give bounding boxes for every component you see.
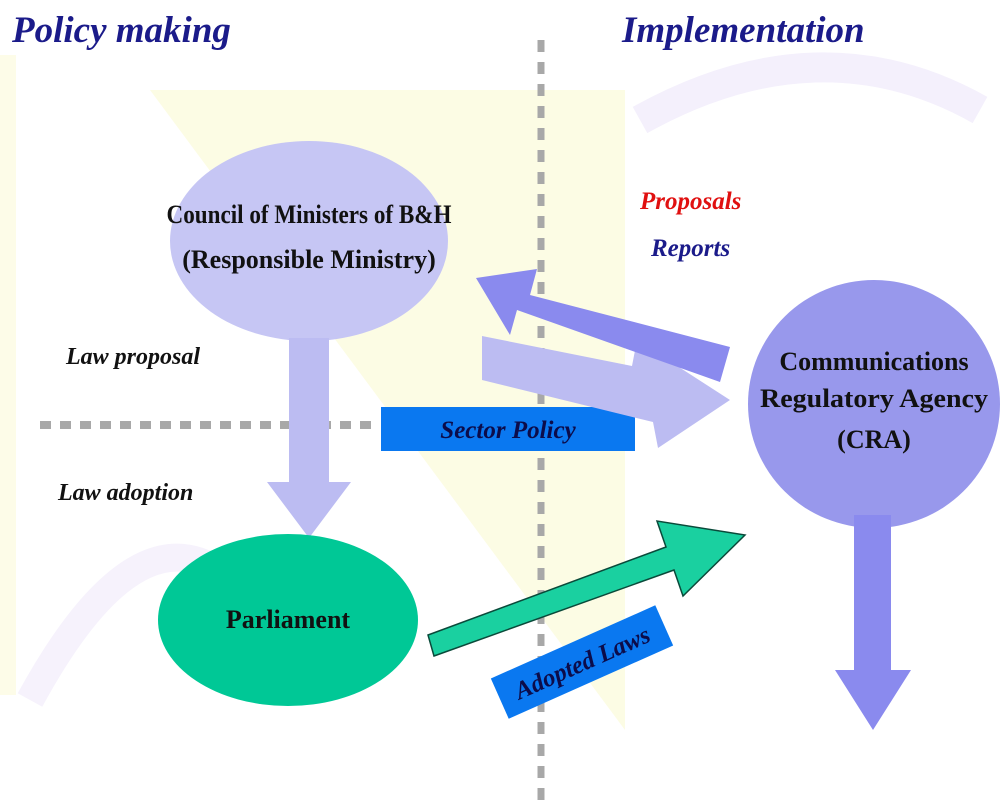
law-adoption-label: Law adoption	[57, 480, 193, 506]
arrow-right-icon	[482, 336, 730, 448]
heading-implementation: Implementation	[621, 10, 865, 51]
arrow-right-icon	[427, 520, 747, 657]
arrow-left-icon	[476, 269, 730, 382]
council-label-line2: (Responsible Ministry)	[182, 245, 436, 274]
council-node	[170, 141, 448, 341]
parliament-label: Parliament	[226, 605, 351, 634]
sector-policy-bar	[381, 407, 635, 451]
council-label-line1: Council of Ministers of B&H	[167, 200, 452, 229]
sector-policy-label: Sector Policy	[440, 417, 576, 444]
law-proposal-label: Law proposal	[65, 344, 200, 370]
arrow-down-icon	[267, 338, 351, 538]
proposals-label: Proposals	[639, 188, 741, 215]
arrow-down-icon	[835, 515, 911, 730]
cra-label-line1: Communications	[779, 347, 968, 376]
cra-label-line2: Regulatory Agency	[760, 384, 988, 413]
reports-label: Reports	[650, 235, 730, 262]
cra-label-line3: (CRA)	[837, 425, 911, 454]
heading-policy-making: Policy making	[11, 10, 231, 51]
parliament-node	[158, 534, 418, 706]
cra-node	[748, 280, 1000, 528]
